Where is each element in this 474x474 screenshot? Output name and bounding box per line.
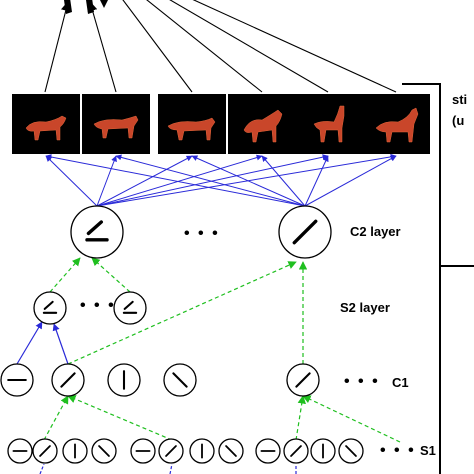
c2-stimulus-edge: [96, 155, 193, 207]
s1-layer-label: S1: [420, 443, 436, 458]
s1-unit-7: [189, 438, 215, 464]
bottom-stub-edge: [169, 463, 173, 474]
c1-ellipsis: • • •: [344, 373, 380, 390]
node-circle: [33, 291, 67, 325]
stimulus-images: [12, 94, 430, 154]
c2-stimulus-edge: [304, 155, 329, 207]
c2-layer-label: C2 layer: [350, 224, 401, 239]
layer-bracket: [402, 83, 474, 474]
c1-unit-5: [286, 363, 320, 397]
node-circle: [113, 291, 147, 325]
s2-unit-right: [113, 291, 147, 325]
antidiagonal-bar: [98, 445, 110, 457]
c2-ellipsis: • • •: [184, 225, 220, 242]
output-edge: [87, 1, 117, 93]
antidiagonal-bar: [225, 445, 237, 457]
c1-to-s2-connections: [16, 321, 69, 365]
c2-stimulus-edge: [261, 155, 306, 207]
c2-stimulus-edge: [191, 155, 306, 207]
stimulus-dog-3: [362, 94, 430, 154]
animal-silhouette: [25, 115, 67, 141]
unit-nodes: [0, 205, 364, 464]
c2-unit-right: [278, 205, 332, 259]
diagonal-bar: [60, 372, 76, 388]
antidiagonal-bar: [172, 372, 188, 388]
feedforward-dashed-connections: [39, 257, 401, 474]
s1-unit-5: [130, 438, 156, 464]
diagonal-bar: [39, 445, 51, 457]
c2-stimulus-edge: [96, 155, 117, 207]
s1-unit-12: [338, 438, 364, 464]
side-label-line1: sti: [452, 92, 467, 107]
stimulus-horse-1: [294, 94, 362, 154]
s1-unit-10: [283, 438, 309, 464]
s1-unit-9: [255, 438, 281, 464]
c2-unit-left: [70, 205, 124, 259]
c1-unit-3: [107, 363, 141, 397]
output-arrowhead: [100, 0, 108, 8]
s2-unit-left: [33, 291, 67, 325]
stimulus-tiger-2: [158, 94, 226, 154]
output-arrowhead: [64, 0, 72, 14]
diagonal-bar: [290, 445, 302, 457]
c2-stimulus-edge: [96, 154, 263, 207]
s1-unit-11: [310, 438, 336, 464]
output-arrowhead: [86, 0, 94, 14]
s1-unit-2: [32, 438, 58, 464]
s1-unit-4: [91, 438, 117, 464]
s1-unit-6: [158, 438, 184, 464]
combo-diagonal: [86, 220, 103, 236]
c1-unit-4: [163, 363, 197, 397]
node-circle: [70, 205, 124, 259]
stimulus-tiger-1: [82, 94, 150, 154]
green-dashed-edge: [49, 257, 81, 293]
green-dashed-edge: [43, 395, 69, 441]
s1-unit-1: [7, 438, 33, 464]
green-dashed-edge: [91, 257, 131, 293]
s1-unit-3: [62, 438, 88, 464]
c2-to-stimuli-connections: [45, 153, 397, 207]
output-edge: [169, 0, 329, 93]
animal-silhouette: [375, 107, 419, 143]
c1-unit-2: [51, 363, 85, 397]
animal-silhouette: [93, 115, 139, 139]
animal-silhouette: [243, 109, 283, 143]
s2-ellipsis: • • •: [80, 297, 116, 314]
output-connections: [44, 0, 397, 93]
c1-unit-1: [0, 363, 34, 397]
output-edge: [146, 0, 263, 93]
green-dashed-edge: [302, 395, 401, 443]
c2-stimulus-edge: [45, 154, 306, 207]
stimulus-dog-1: [12, 94, 80, 154]
combo-diagonal: [123, 300, 134, 310]
output-edge: [44, 1, 71, 93]
c2-stimulus-edge: [96, 153, 397, 207]
antidiagonal-bar: [345, 445, 357, 457]
c1-s2-edge: [16, 321, 43, 365]
bottom-stub-edge: [39, 463, 45, 474]
output-edge: [122, 0, 193, 93]
c1-s2-edge: [52, 323, 69, 365]
c1-layer-label: C1: [392, 375, 409, 390]
c2-stimulus-edge: [115, 154, 306, 207]
green-dashed-edge: [295, 395, 306, 441]
green-dashed-edge: [67, 395, 173, 441]
animal-silhouette: [313, 105, 345, 143]
output-edge: [192, 0, 397, 93]
diagonal-bar: [295, 372, 311, 388]
c2-stimulus-edge: [304, 155, 397, 207]
s1-unit-8: [218, 438, 244, 464]
c2-stimulus-edge: [45, 155, 98, 207]
diagonal-bar: [292, 219, 318, 245]
animal-silhouette: [167, 117, 216, 141]
s2-layer-label: S2 layer: [340, 300, 390, 315]
stimulus-dog-2: [228, 94, 296, 154]
s1-ellipsis: • • •: [380, 442, 416, 459]
c2-stimulus-edge: [96, 154, 329, 207]
combo-diagonal: [43, 300, 54, 310]
side-label-line2: (u: [452, 113, 464, 128]
diagonal-bar: [165, 445, 177, 457]
